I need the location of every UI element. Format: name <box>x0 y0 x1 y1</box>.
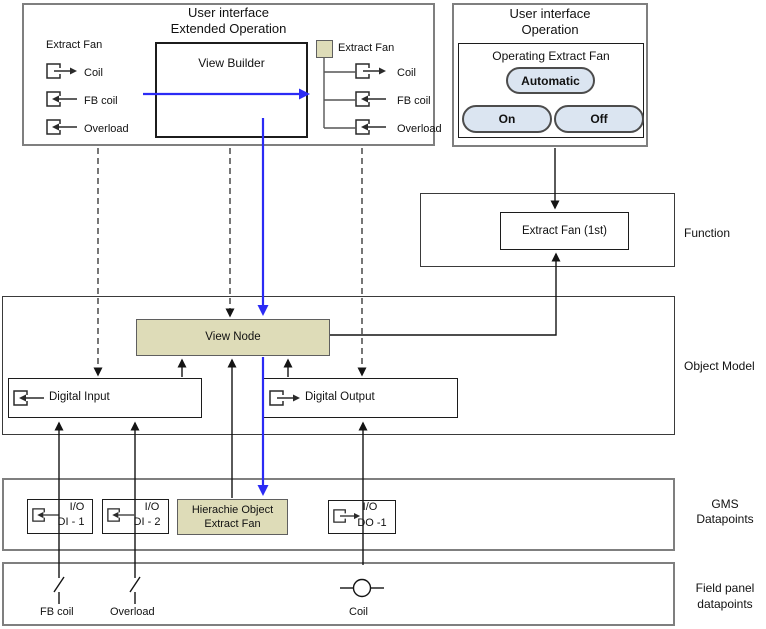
right-overload-label: Overload <box>397 123 442 135</box>
ui-operation-section-box <box>452 3 648 147</box>
di2-name-label: DI - 2 <box>133 516 161 528</box>
overload-input-icon <box>355 119 386 135</box>
di2-input-icon <box>107 508 135 522</box>
fb-coil-input-icon <box>355 91 386 107</box>
gms-section-box <box>2 478 675 551</box>
gms-do1-box <box>328 500 396 534</box>
automatic-button[interactable]: Automatic <box>506 67 595 94</box>
extract-fan-1st-label: Extract Fan (1st) <box>522 225 607 237</box>
left-group-heading: Extract Fan <box>46 39 103 51</box>
right-coil-label: Coil <box>397 67 416 79</box>
off-button[interactable]: Off <box>554 105 644 133</box>
extract-fan-1st-box: Extract Fan (1st) <box>500 212 629 250</box>
extract-fan-node-square <box>316 40 333 58</box>
right-group-heading: Extract Fan <box>338 42 395 54</box>
operating-panel-title: Operating Extract Fan <box>492 49 610 63</box>
do1-io-label: I/O <box>362 501 378 513</box>
view-node-box: View Node <box>136 319 330 356</box>
hierachie-object-box: Hierachie Object Extract Fan <box>177 499 288 535</box>
hierachie-line2: Extract Fan <box>204 518 261 530</box>
hierachie-line1: Hierachie Object <box>191 504 274 516</box>
view-node-label: View Node <box>205 331 261 343</box>
gms-di1-box <box>27 499 93 534</box>
ui-extended-title-line2: Extended Operation <box>170 21 287 36</box>
field-overload-label: Overload <box>110 606 155 618</box>
digital-input-label: Digital Input <box>49 391 110 403</box>
field-fb-coil-label: FB coil <box>40 606 74 618</box>
gms-side-label-line2: Datapoints <box>696 512 754 526</box>
ui-extended-section-box <box>22 3 435 146</box>
view-builder-label: View Builder <box>198 56 265 70</box>
left-coil-label: Coil <box>84 67 103 79</box>
function-side-label: Function <box>684 226 731 240</box>
digital-output-label: Digital Output <box>305 391 375 403</box>
di1-name-label: DI - 1 <box>57 516 85 528</box>
digital-output-icon <box>269 390 300 406</box>
di1-io-label: I/O <box>69 501 85 513</box>
overload-input-icon <box>46 119 77 135</box>
view-builder-box: View Builder <box>155 42 308 138</box>
left-fb-coil-label: FB coil <box>84 95 118 107</box>
field-panel-side-label-line1: Field panel <box>695 581 755 595</box>
left-overload-label: Overload <box>84 123 129 135</box>
right-fb-coil-label: FB coil <box>397 95 431 107</box>
field-panel-section-box <box>2 562 675 626</box>
di2-io-label: I/O <box>144 501 160 513</box>
coil-output-icon <box>46 63 77 79</box>
field-panel-side-label-line2: datapoints <box>697 597 753 611</box>
on-button[interactable]: On <box>462 105 552 133</box>
ui-operation-title-line2: Operation <box>521 22 579 37</box>
ui-extended-title-line1: User interface <box>188 5 269 20</box>
object-model-side-label: Object Model <box>684 359 755 373</box>
ui-operation-title-line1: User interface <box>509 6 591 21</box>
fb-coil-input-icon <box>46 91 77 107</box>
di1-input-icon <box>32 508 60 522</box>
digital-input-icon <box>13 390 44 406</box>
coil-output-icon <box>355 63 386 79</box>
do1-name-label: DO -1 <box>357 517 387 529</box>
field-coil-label: Coil <box>349 606 368 618</box>
do1-output-icon <box>333 509 361 523</box>
gms-side-label-line1: GMS <box>711 497 739 511</box>
